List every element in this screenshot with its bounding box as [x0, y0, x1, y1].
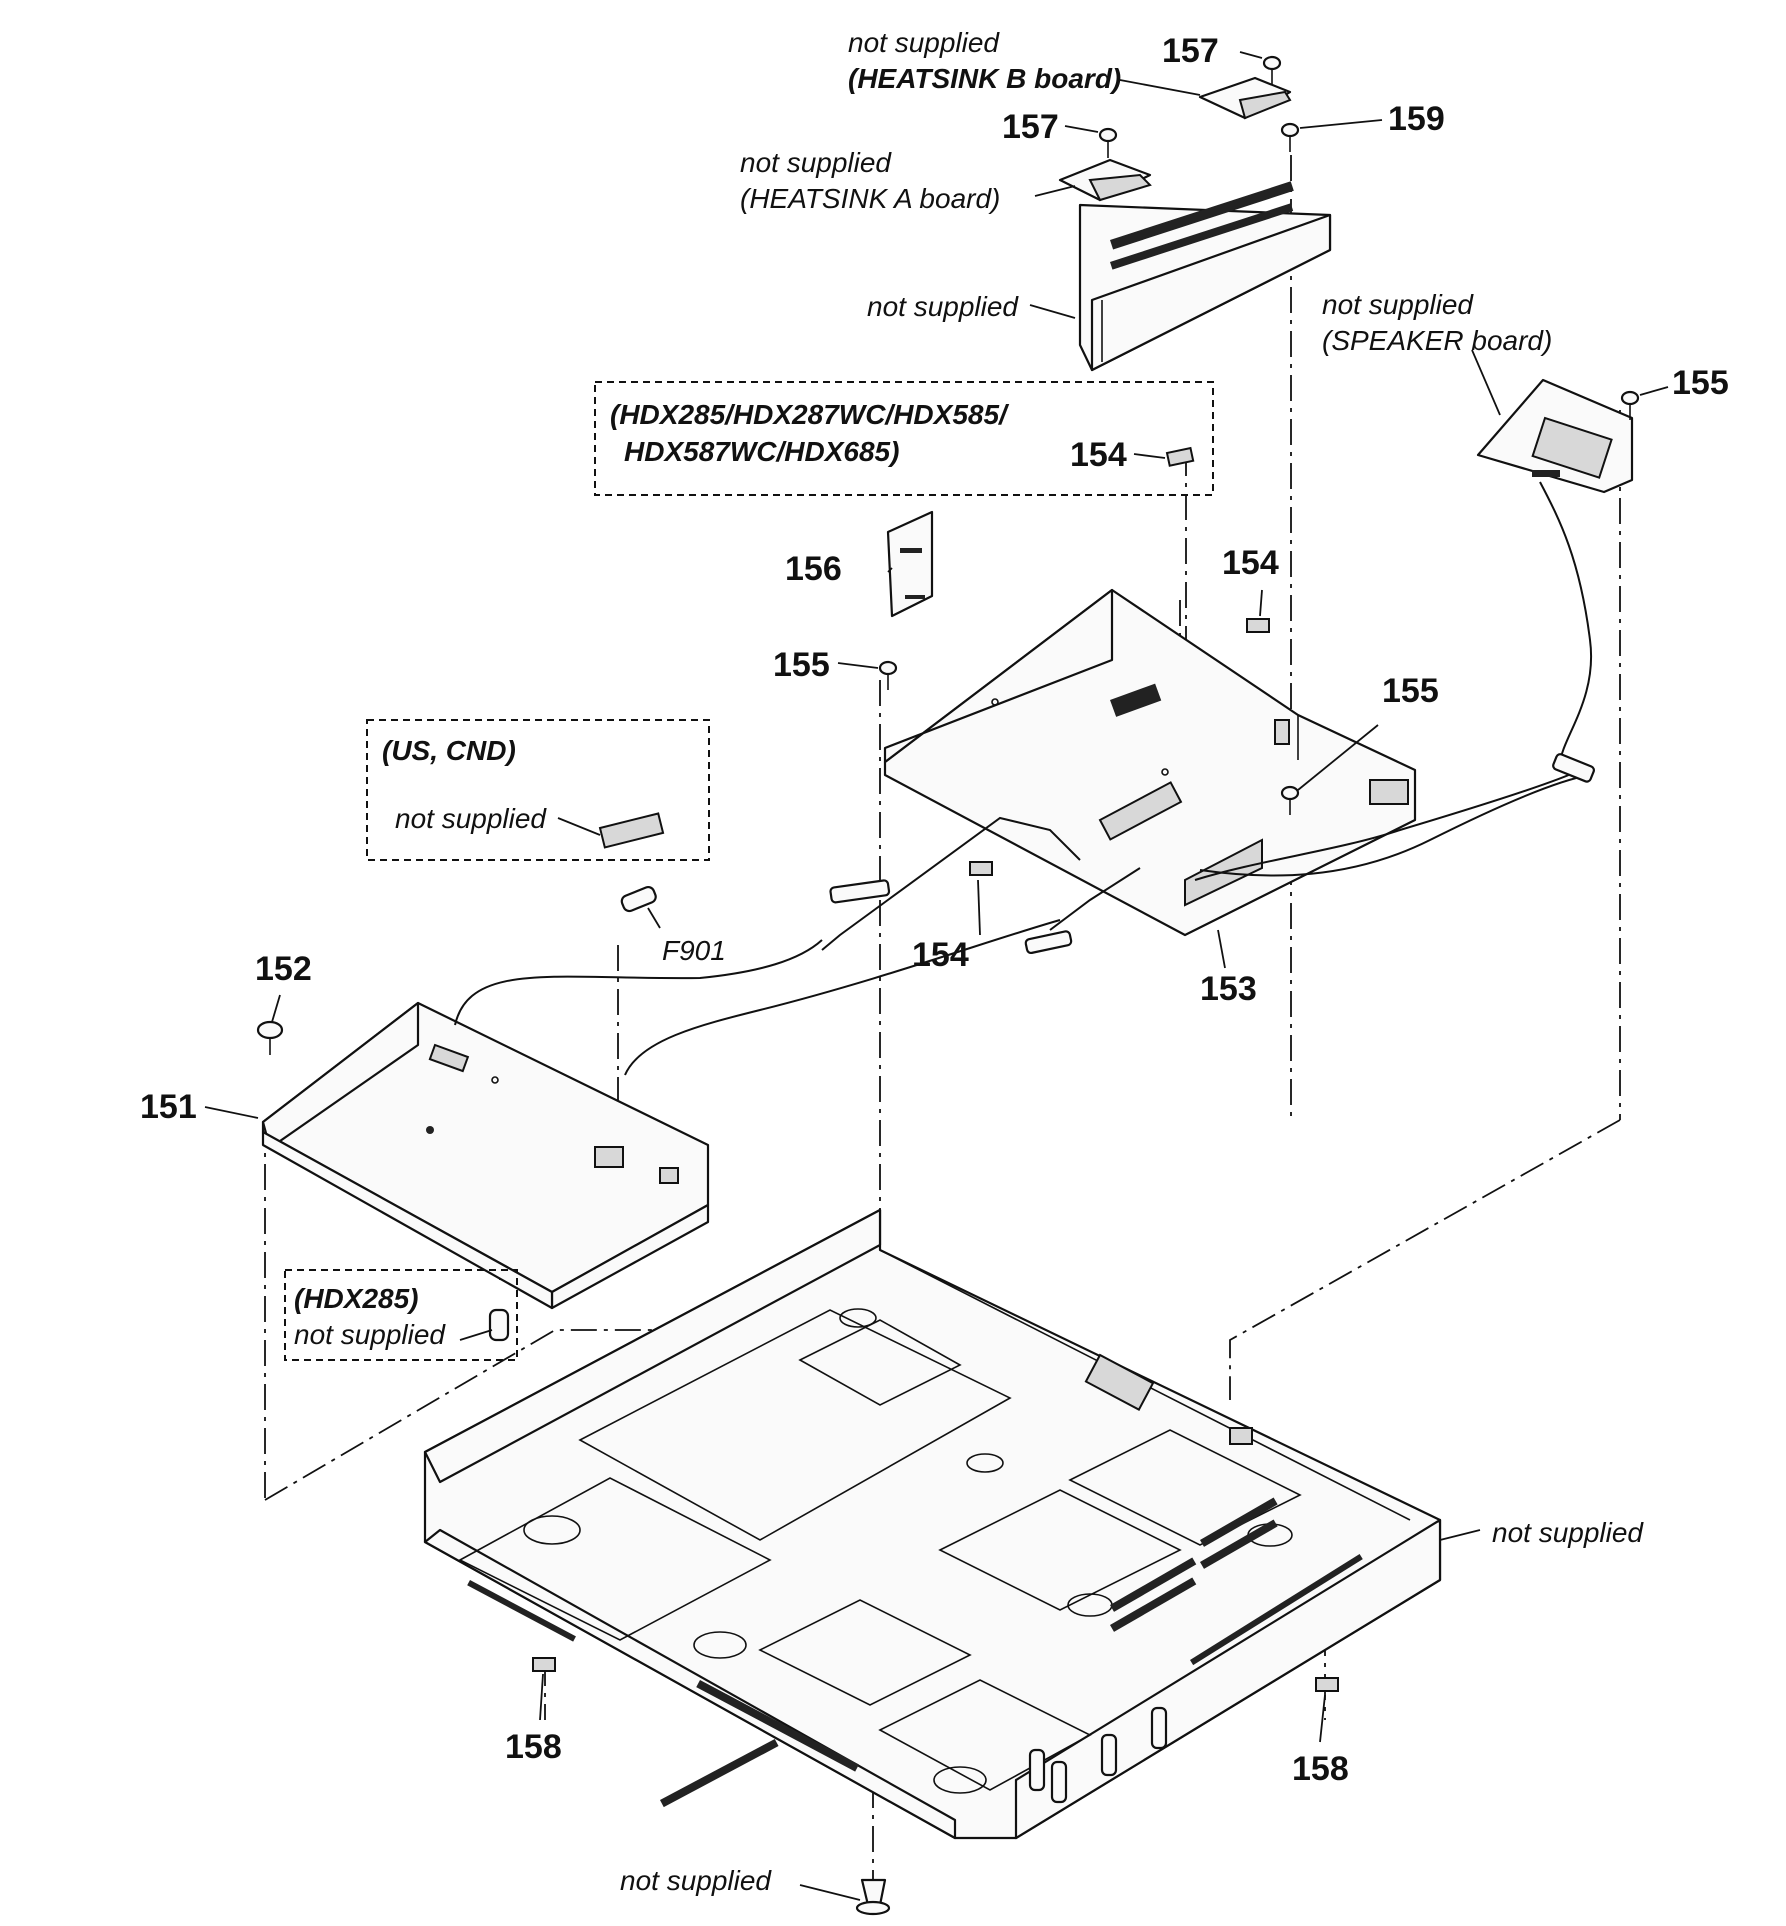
note-hdx285: (HDX285): [294, 1283, 418, 1314]
heatsink-bracket: [1078, 181, 1332, 372]
note-ns-heatsink-b: not supplied: [848, 27, 1000, 58]
notes: not supplied (HEATSINK B board) not supp…: [294, 27, 1644, 1896]
label-158-b: 158: [1292, 1750, 1349, 1788]
foot-158-b: [1315, 1677, 1339, 1692]
power-board-151: [261, 1001, 710, 1310]
screw-152: [256, 1020, 284, 1055]
note-ns-chassis: not supplied: [1492, 1517, 1644, 1548]
cables: [454, 481, 1595, 1076]
box-hdx285: [284, 1269, 518, 1361]
speaker-board: [1476, 378, 1634, 494]
main-board-153: [883, 588, 1417, 937]
label-156: 156: [785, 550, 842, 588]
screw-155-b: [1280, 785, 1300, 815]
heatsink-b-board: [1198, 76, 1292, 120]
label-155-a: 155: [773, 646, 830, 684]
note-ns-foot: not supplied: [620, 1865, 772, 1896]
heatsink-a-board: [1058, 158, 1152, 202]
label-155-c: 155: [1672, 364, 1729, 402]
label-154-c: 154: [912, 936, 969, 974]
note-us-cnd: (US, CND): [382, 735, 516, 766]
note-ns-hdx285: not supplied: [294, 1319, 446, 1350]
part-numbers: 157 159 157 155 154 154 156 155 155 154 …: [140, 32, 1729, 1788]
chip-154-c: [969, 861, 993, 876]
note-heatsink-a: (HEATSINK A board): [740, 183, 1000, 214]
box-us-cnd: [366, 719, 710, 861]
sub-board-156: [886, 510, 934, 618]
screw-155-a: [878, 660, 898, 690]
label-153: 153: [1200, 970, 1257, 1008]
note-ns-bracket: not supplied: [867, 291, 1019, 322]
note-models-line2: HDX587WC/HDX685): [624, 436, 899, 467]
label-154-b: 154: [1222, 544, 1279, 582]
note-ns-speaker: not supplied: [1322, 289, 1474, 320]
insulator-pad: [598, 812, 665, 849]
note-heatsink-b: (HEATSINK B board): [848, 63, 1121, 94]
bottom-foot: [855, 1878, 891, 1916]
fuse-f901: [620, 885, 657, 913]
spacer-hdx285: [488, 1308, 510, 1342]
note-speaker-board: (SPEAKER board): [1322, 325, 1552, 356]
screw-155-c: [1620, 390, 1640, 420]
screw-157-a: [1098, 127, 1118, 158]
chassis: [423, 1208, 1442, 1840]
foot-158-a: [532, 1657, 556, 1672]
note-ns-us-cnd: not supplied: [395, 803, 547, 834]
label-155-b: 155: [1382, 672, 1439, 710]
leader-lines: [204, 51, 1669, 1901]
label-157-b: 157: [1162, 32, 1219, 70]
screw-159: [1280, 122, 1300, 152]
label-151: 151: [140, 1088, 197, 1126]
label-152: 152: [255, 950, 312, 988]
note-ns-heatsink-a: not supplied: [740, 147, 892, 178]
chip-154-b: [1246, 618, 1270, 633]
screw-157-b: [1262, 55, 1282, 85]
box-models: [594, 381, 1214, 496]
chip-154-a: [1165, 446, 1195, 467]
label-f901: F901: [662, 935, 726, 966]
label-157-a: 157: [1002, 108, 1059, 146]
label-159: 159: [1388, 100, 1445, 138]
label-154-a: 154: [1070, 436, 1127, 474]
label-158-a: 158: [505, 1728, 562, 1766]
note-models-line1: (HDX285/HDX287WC/HDX585/: [610, 399, 1010, 430]
